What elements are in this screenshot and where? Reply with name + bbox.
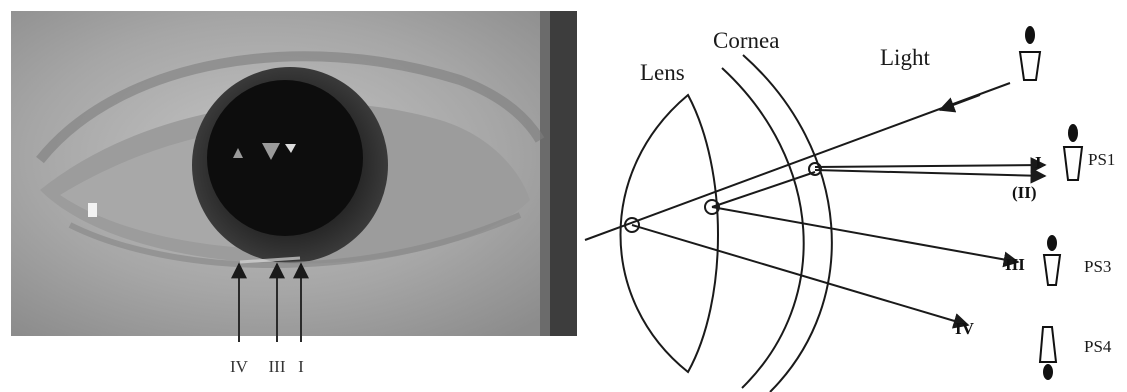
photo-label-iii: III	[269, 357, 286, 376]
ps3-icon	[1044, 235, 1060, 285]
ray-ii	[815, 170, 1045, 176]
cornea-inner-arc	[722, 68, 804, 388]
label-reflection-i: I	[1035, 153, 1042, 172]
ray-i	[815, 165, 1045, 167]
label-ps1: PS1	[1088, 150, 1115, 169]
lens-shape	[621, 95, 719, 372]
eye-photo	[11, 11, 577, 336]
label-reflection-iii: III	[1005, 255, 1025, 274]
photo-label-i: I	[298, 357, 304, 376]
label-ps3: PS3	[1084, 257, 1111, 276]
optics-diagram	[585, 55, 1045, 392]
ps1-icon	[1064, 124, 1082, 180]
label-reflection-ii: (II)	[1012, 183, 1037, 202]
ray-iii	[712, 207, 1018, 262]
light-source-icon	[1020, 26, 1040, 80]
label-cornea: Cornea	[713, 28, 779, 53]
ray-iv	[632, 225, 968, 325]
ps4-icon	[1040, 327, 1056, 380]
incoming-ray	[585, 83, 1010, 240]
pupil	[207, 80, 363, 236]
label-lens: Lens	[640, 60, 685, 85]
photo-label-iv: IV	[230, 357, 249, 376]
label-reflection-iv: IV	[955, 319, 975, 338]
label-ps4: PS4	[1084, 337, 1112, 356]
label-light: Light	[880, 45, 930, 70]
